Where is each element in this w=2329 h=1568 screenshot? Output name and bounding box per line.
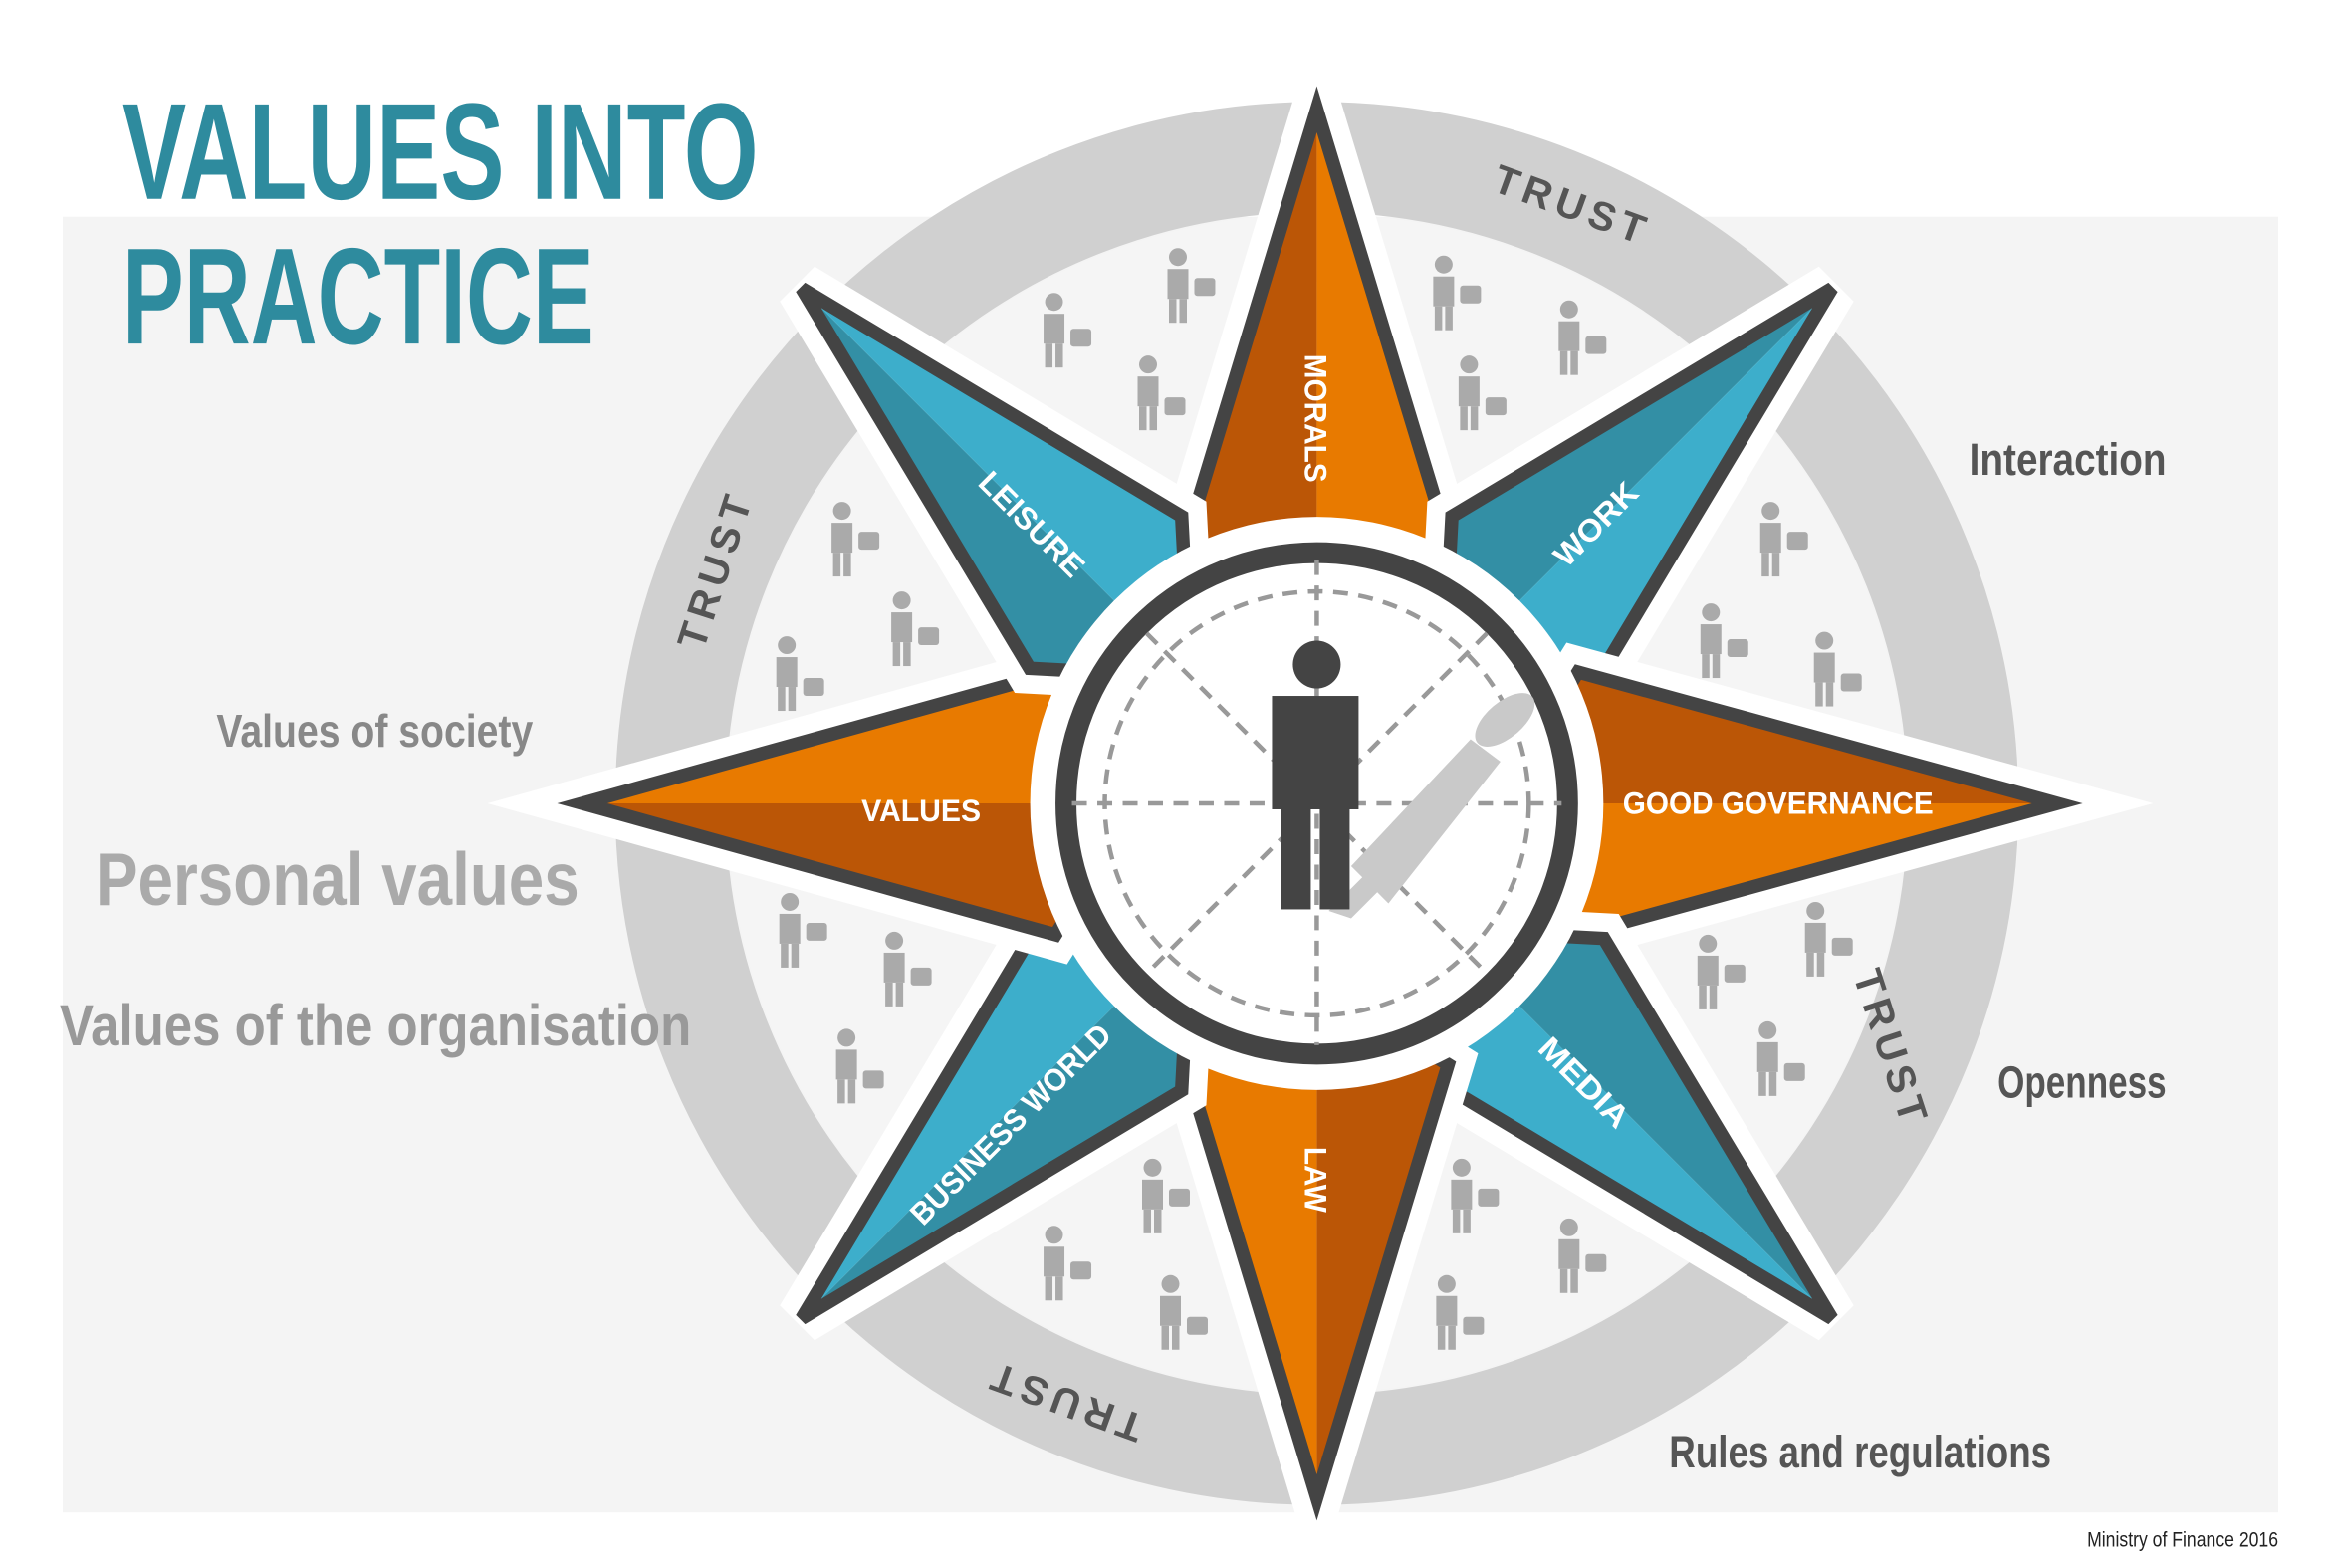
meeting-table-icon <box>779 892 827 968</box>
laptop-user-icon <box>1756 1020 1805 1096</box>
person-with-car-icon <box>1167 248 1216 324</box>
label-values: VALUES <box>861 793 981 828</box>
label-personal-values: Personal values <box>96 837 580 921</box>
discussion-icon <box>883 931 932 1007</box>
prisoner-ball-icon <box>1160 1274 1208 1350</box>
title-line-2: PRACTICE <box>122 220 594 373</box>
podium-speaker-icon <box>1697 934 1746 1009</box>
title-line-1: VALUES INTO <box>122 76 759 229</box>
person-shadow <box>1328 693 1535 919</box>
label-openness: Openness <box>1997 1056 2166 1107</box>
meeting-icon <box>1700 603 1748 679</box>
footer-credit: Ministry of Finance 2016 <box>2087 1529 2278 1552</box>
summit-flag-icon <box>1137 355 1186 431</box>
label-interaction: Interaction <box>1970 434 2167 485</box>
police-officer-icon <box>1436 1274 1485 1350</box>
spike-work <box>1416 266 1854 704</box>
label-good-governance: GOOD GOVERNANCE <box>1623 785 1934 820</box>
shopping-cart-icon <box>776 636 824 712</box>
team-icon <box>1558 300 1607 375</box>
woman-with-bag-icon <box>1433 255 1482 331</box>
label-values-of-society: Values of society <box>216 705 533 757</box>
family-home-icon <box>831 502 880 577</box>
gymnast-icon <box>1044 293 1092 368</box>
worker-gear-icon <box>1044 1226 1092 1301</box>
presenter-board-icon <box>1804 901 1853 977</box>
label-law: LAW <box>1297 1147 1332 1213</box>
inspector-magnifier-icon <box>1458 355 1507 431</box>
handshake-icon <box>1813 631 1862 707</box>
icon-layer <box>776 248 1862 1350</box>
running-briefcase-icon <box>835 1028 884 1104</box>
spike-law <box>1155 952 1479 1568</box>
balance-scale-icon <box>1558 1218 1607 1293</box>
person-icon <box>1272 640 1359 910</box>
businessman-icon <box>1142 1158 1190 1233</box>
approved-person-icon <box>1451 1158 1500 1233</box>
label-rules-and-regulations: Rules and regulations <box>1669 1427 2051 1477</box>
boat-icon <box>891 591 940 667</box>
label-morals: MORALS <box>1297 354 1332 483</box>
celebrating-people-icon <box>1759 502 1808 577</box>
label-values-of-organisation: Values of the organisation <box>60 994 691 1058</box>
